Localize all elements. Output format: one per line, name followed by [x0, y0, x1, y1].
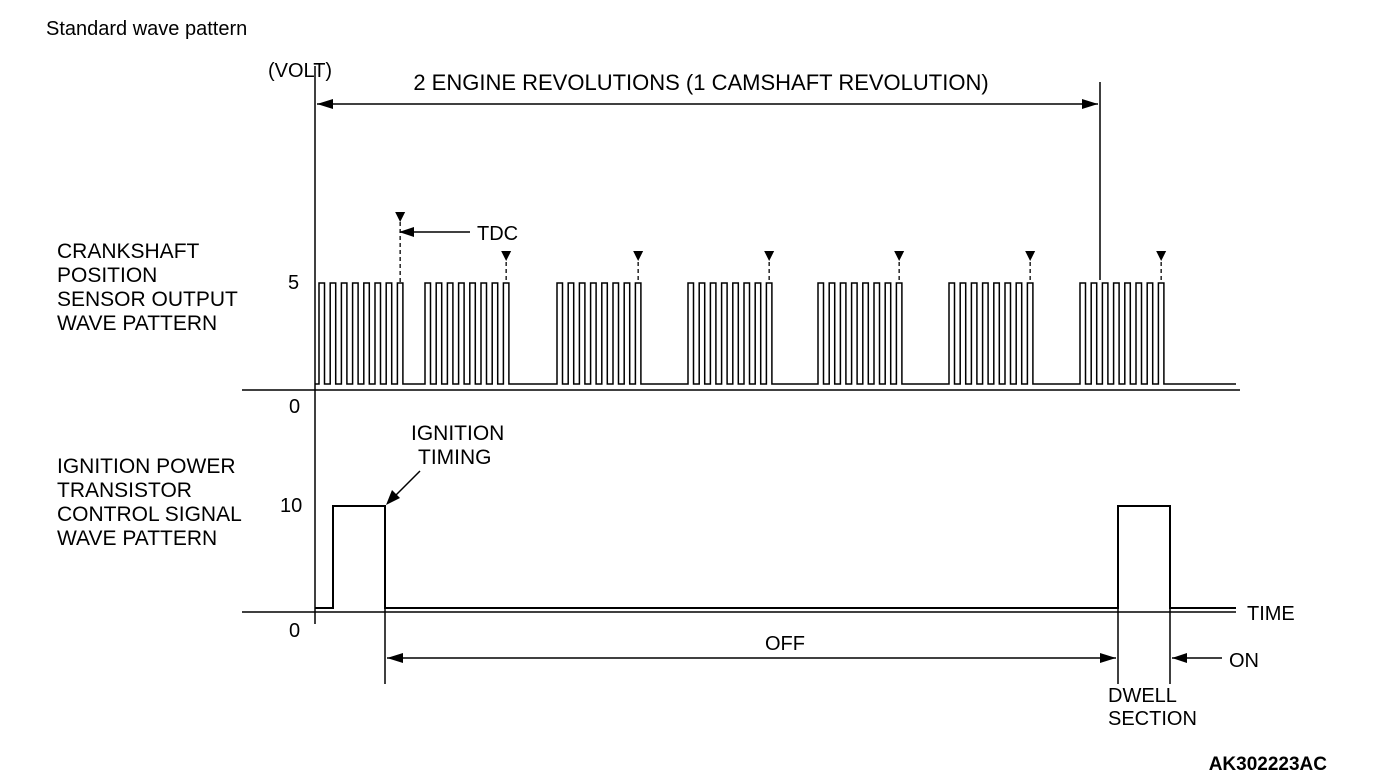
figure-id: AK302223AC	[1209, 754, 1328, 775]
svg-text:TRANSISTOR: TRANSISTOR	[57, 479, 192, 502]
off-span-arrow	[387, 653, 1116, 663]
ignition-waveform	[315, 505, 1236, 609]
tdc-marker	[1025, 251, 1036, 261]
svg-text:POSITION: POSITION	[57, 264, 157, 287]
on-arrow	[1172, 653, 1222, 663]
svg-text:CRANKSHAFT: CRANKSHAFT	[57, 240, 200, 263]
time-axis-label: TIME	[1247, 603, 1295, 625]
tdc-marker	[894, 251, 905, 261]
svg-text:WAVE PATTERN: WAVE PATTERN	[57, 312, 217, 335]
svg-text:SENSOR OUTPUT: SENSOR OUTPUT	[57, 288, 238, 311]
on-label: ON	[1229, 650, 1259, 672]
tdc-marker	[1156, 251, 1167, 261]
crank-tick-0: 0	[289, 396, 300, 418]
tdc-markers	[395, 212, 1167, 283]
dwell-label: DWELL	[1108, 685, 1177, 707]
ign-tick-0: 0	[289, 620, 300, 642]
ignition-label: IGNITION POWER TRANSISTOR CONTROL SIGNAL…	[57, 455, 242, 550]
tdc-marker	[633, 251, 644, 261]
tdc-marker	[501, 251, 512, 261]
tdc-label: TDC	[477, 223, 518, 245]
ignition-timing-label-2: TIMING	[418, 446, 492, 469]
tdc-marker	[395, 212, 406, 222]
svg-text:CONTROL SIGNAL: CONTROL SIGNAL	[57, 503, 242, 526]
ign-tick-10: 10	[280, 495, 302, 517]
ignition-timing-label: IGNITION	[411, 422, 504, 445]
volt-unit-label: (VOLT)	[268, 60, 332, 82]
page-title: Standard wave pattern	[46, 18, 247, 40]
svg-text:WAVE PATTERN: WAVE PATTERN	[57, 527, 217, 550]
tdc-callout-arrow	[399, 227, 470, 237]
off-label: OFF	[765, 633, 805, 655]
crankshaft-label: CRANKSHAFT POSITION SENSOR OUTPUT WAVE P…	[57, 240, 238, 335]
revolution-span-arrow	[317, 99, 1098, 109]
crank-waveform	[315, 282, 1236, 385]
tdc-marker	[764, 251, 775, 261]
dwell-label-2: SECTION	[1108, 708, 1197, 730]
svg-text:IGNITION POWER: IGNITION POWER	[57, 455, 236, 478]
revolution-span-label: 2 ENGINE REVOLUTIONS (1 CAMSHAFT REVOLUT…	[413, 70, 988, 95]
ignition-timing-arrow	[386, 470, 421, 505]
crank-tick-5: 5	[288, 272, 299, 294]
